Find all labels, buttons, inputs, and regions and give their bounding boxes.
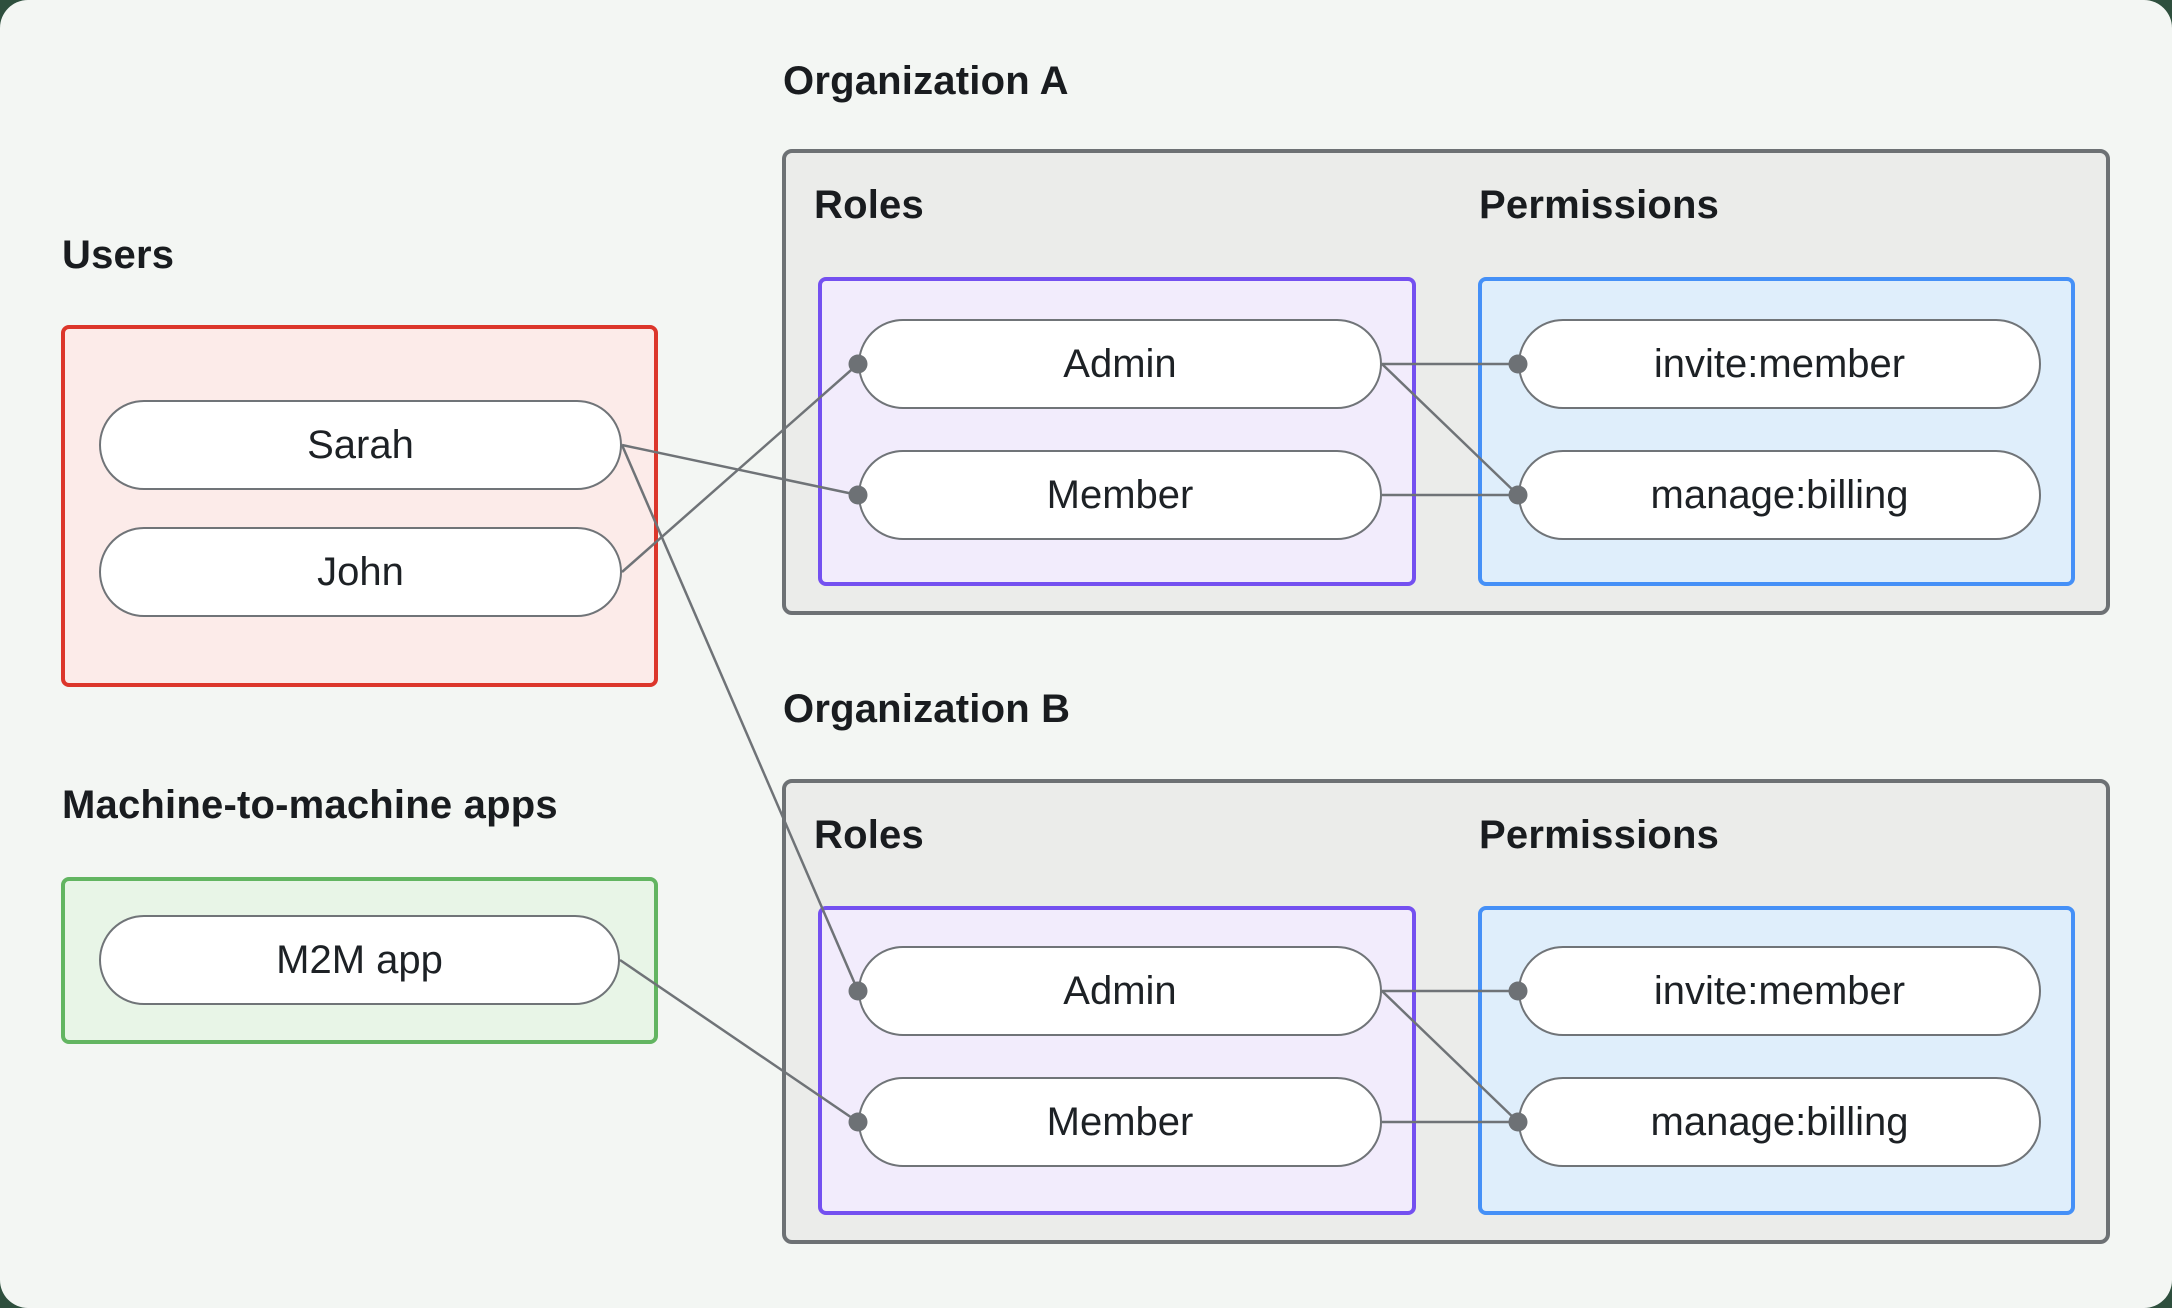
users-group-title: Users: [62, 233, 175, 277]
orgA-permissions-title: Permissions: [1479, 183, 1720, 227]
orgB-role-member: Member: [858, 1077, 1382, 1167]
orgB-permission-manage-billing: manage:billing: [1518, 1077, 2041, 1167]
orgA-role-member: Member: [858, 450, 1382, 540]
orgA-roles-title: Roles: [814, 183, 924, 227]
orgB-permission-invite-member: invite:member: [1518, 946, 2041, 1036]
orgB-role-admin: Admin: [858, 946, 1382, 1036]
users-group-box: [61, 325, 658, 687]
orgA-permission-manage-billing: manage:billing: [1518, 450, 2041, 540]
user-node-john: John: [99, 527, 622, 617]
orgB-title: Organization B: [783, 687, 1071, 731]
user-node-sarah: Sarah: [99, 400, 622, 490]
m2m-app-node: M2M app: [99, 915, 620, 1005]
m2m-group-title: Machine-to-machine apps: [62, 783, 558, 827]
orgA-role-admin: Admin: [858, 319, 1382, 409]
orgB-roles-title: Roles: [814, 813, 924, 857]
orgB-permissions-title: Permissions: [1479, 813, 1720, 857]
orgA-permission-invite-member: invite:member: [1518, 319, 2041, 409]
orgA-title: Organization A: [783, 59, 1069, 103]
